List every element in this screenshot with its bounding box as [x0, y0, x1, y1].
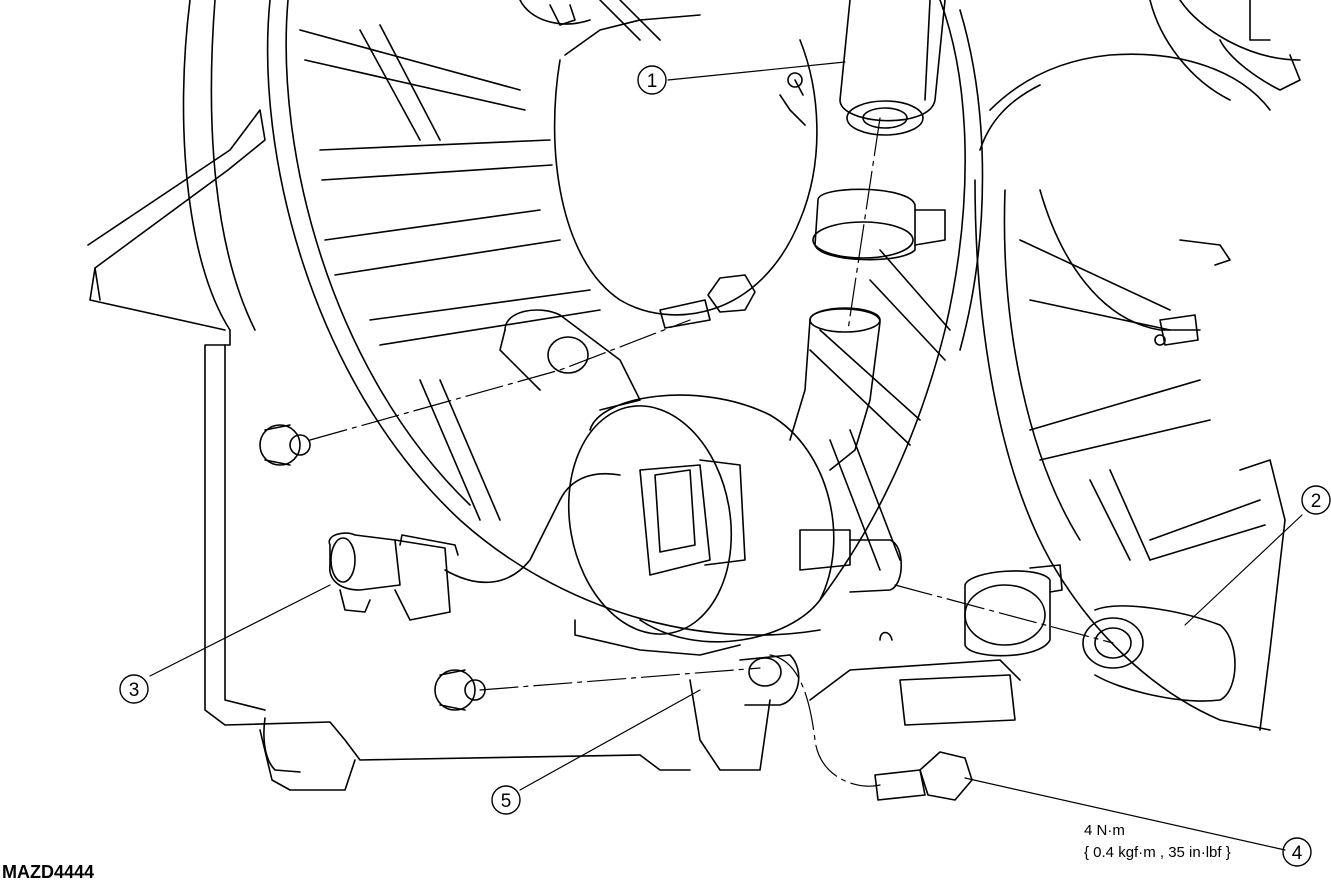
svg-text:4: 4: [1292, 843, 1303, 864]
right-fan-shroud: [974, 0, 1301, 731]
coolant-hose-upper: [779, 0, 946, 136]
callout-5: 5: [491, 785, 521, 815]
electric-water-pump: [567, 394, 902, 656]
figure-code: MAZD4444: [2, 862, 95, 882]
callout-4: 4: [1282, 837, 1312, 867]
callout-1: 1: [637, 65, 667, 95]
callout-3: 3: [119, 674, 149, 704]
bolts: [259, 274, 973, 801]
shroud-lower-lug: [809, 631, 1021, 726]
svg-text:1: 1: [647, 71, 658, 92]
svg-text:3: 3: [129, 680, 140, 701]
torque-spec: 4 N·m { 0.4 kgf·m , 35 in·lbf }: [1084, 820, 1231, 864]
torque-spec-alt-units: { 0.4 kgf·m , 35 in·lbf }: [1084, 844, 1231, 861]
pump-pipe: [789, 307, 881, 471]
coolant-hose-lower: [964, 564, 1236, 702]
left-fan-ring: [266, 0, 984, 636]
assembly-centerlines: [309, 117, 1114, 787]
torque-spec-nm: 4 N·m: [1084, 822, 1125, 839]
svg-text:2: 2: [1311, 491, 1322, 512]
svg-text:5: 5: [501, 791, 512, 812]
left-fan-shroud: [87, 0, 641, 791]
pump-bracket: [499, 309, 800, 771]
hose-clamp-upper: [812, 188, 946, 261]
pump-connector: [328, 473, 621, 621]
callout-2: 2: [1301, 485, 1331, 515]
callout-leaders: [149, 61, 1303, 851]
